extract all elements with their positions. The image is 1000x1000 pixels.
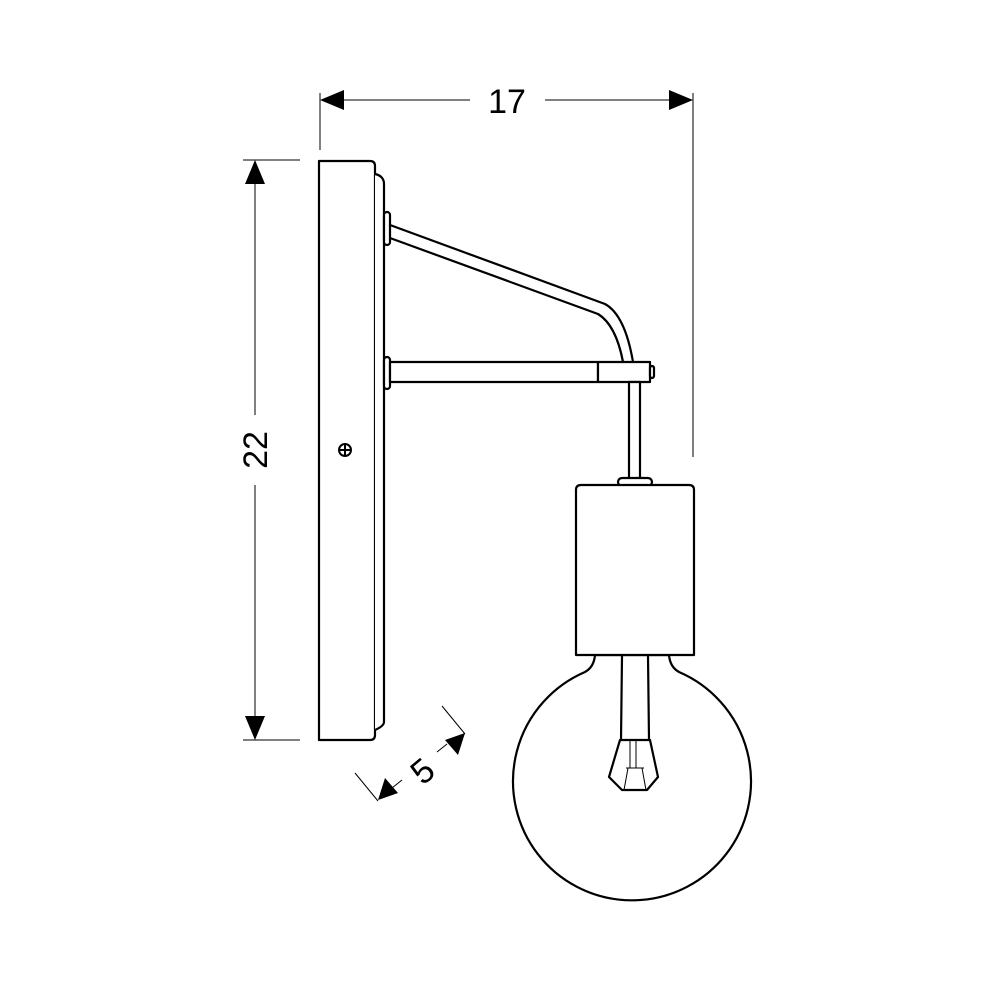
depth-label: 5 <box>403 751 442 792</box>
arm-connector <box>596 360 652 384</box>
height-dimension: 22 <box>237 159 300 741</box>
screw-icon <box>338 443 352 457</box>
arrow-down-icon <box>245 716 265 740</box>
width-label: 17 <box>488 83 526 121</box>
arrow-depth-end-icon <box>445 733 465 755</box>
connector-knob <box>648 364 656 380</box>
arrow-up-icon <box>245 160 265 184</box>
upper-arm <box>388 223 635 364</box>
height-label: 22 <box>237 431 275 469</box>
upper-arm-inner <box>388 236 625 364</box>
upper-mount <box>382 210 392 247</box>
arrow-depth-start-icon <box>378 778 398 800</box>
lower-arm <box>388 360 600 384</box>
backplate-rim <box>374 172 386 732</box>
bulb-stem <box>619 654 651 742</box>
drop-rod <box>627 380 642 482</box>
width-dimension: 17 <box>319 83 694 457</box>
bulb-glass <box>511 653 753 902</box>
lamp-socket <box>574 483 696 657</box>
bulb-filament <box>607 738 660 792</box>
arrow-left-icon <box>320 90 344 110</box>
arrow-right-icon <box>669 90 693 110</box>
filament-detail <box>623 740 647 791</box>
wall-lamp <box>317 159 753 902</box>
